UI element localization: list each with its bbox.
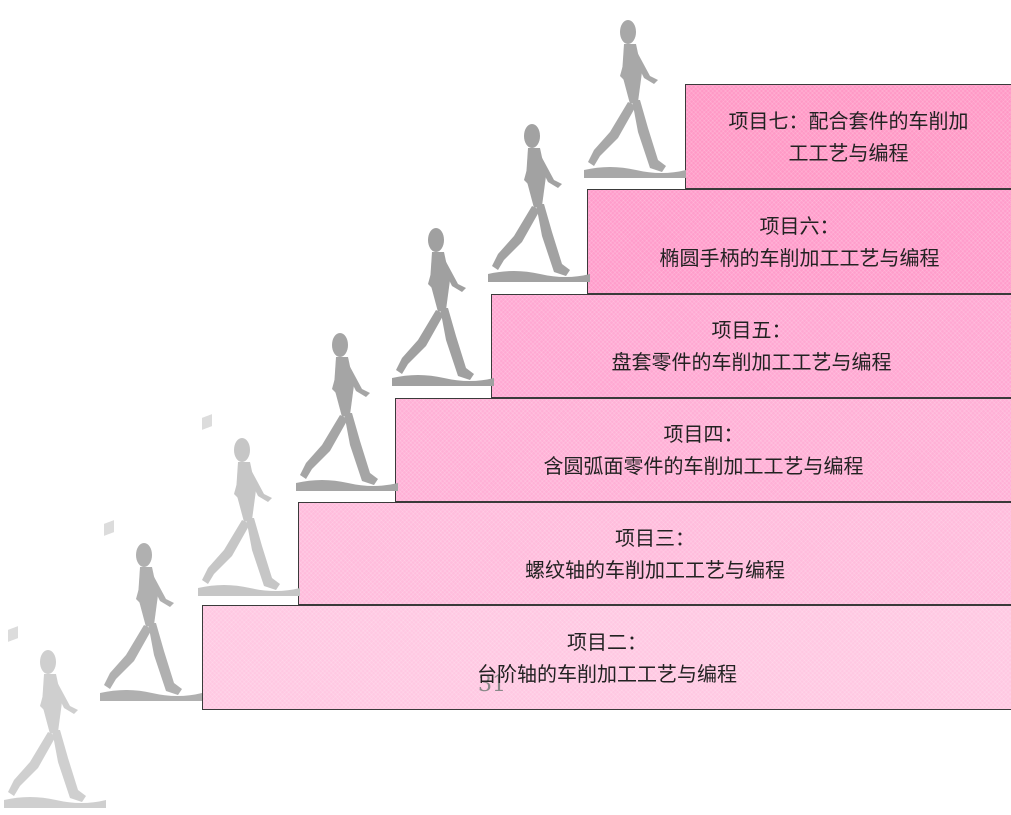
runner-icon xyxy=(388,218,498,393)
step-project-5: 项目五： 盘套零件的车削加工工艺与编程 xyxy=(491,294,1011,398)
step-project-6: 项目六： 椭圆手柄的车削加工工艺与编程 xyxy=(587,189,1011,294)
step-project-2-title: 项目二： xyxy=(567,629,647,654)
page-number: 31 xyxy=(478,672,506,697)
step-project-6-subtitle: 椭圆手柄的车削加工工艺与编程 xyxy=(659,245,940,270)
step-project-6-title: 项目六： xyxy=(759,213,840,238)
step-project-3-subtitle: 螺纹轴的车削加工工艺与编程 xyxy=(525,557,785,582)
runner-icon xyxy=(484,114,594,289)
step-project-4: 项目四： 含圆弧面零件的车削加工工艺与编程 xyxy=(395,398,1011,502)
step-project-7-subtitle: 工工艺与编程 xyxy=(788,140,909,165)
step-project-7-title: 项目七：配合套件的车削加 xyxy=(728,108,969,133)
runner-icon xyxy=(580,10,690,185)
runner-icon xyxy=(0,640,110,815)
step-project-7: 项目七：配合套件的车削加 工工艺与编程 xyxy=(685,84,1011,189)
runner-icon xyxy=(194,428,304,603)
step-project-2: 项目二： 台阶轴的车削加工工艺与编程 xyxy=(202,605,1011,710)
runner-icon xyxy=(96,533,206,708)
step-project-3-title: 项目三： xyxy=(615,525,695,550)
step-project-5-subtitle: 盘套零件的车削加工工艺与编程 xyxy=(611,350,892,374)
step-project-4-subtitle: 含圆弧面零件的车削加工工艺与编程 xyxy=(543,454,864,478)
step-project-5-title: 项目五： xyxy=(711,318,792,342)
step-project-3: 项目三： 螺纹轴的车削加工工艺与编程 xyxy=(298,502,1011,605)
runner-icon xyxy=(292,323,402,498)
step-project-2-subtitle: 台阶轴的车削加工工艺与编程 xyxy=(477,661,737,686)
step-project-4-title: 项目四： xyxy=(663,422,744,446)
